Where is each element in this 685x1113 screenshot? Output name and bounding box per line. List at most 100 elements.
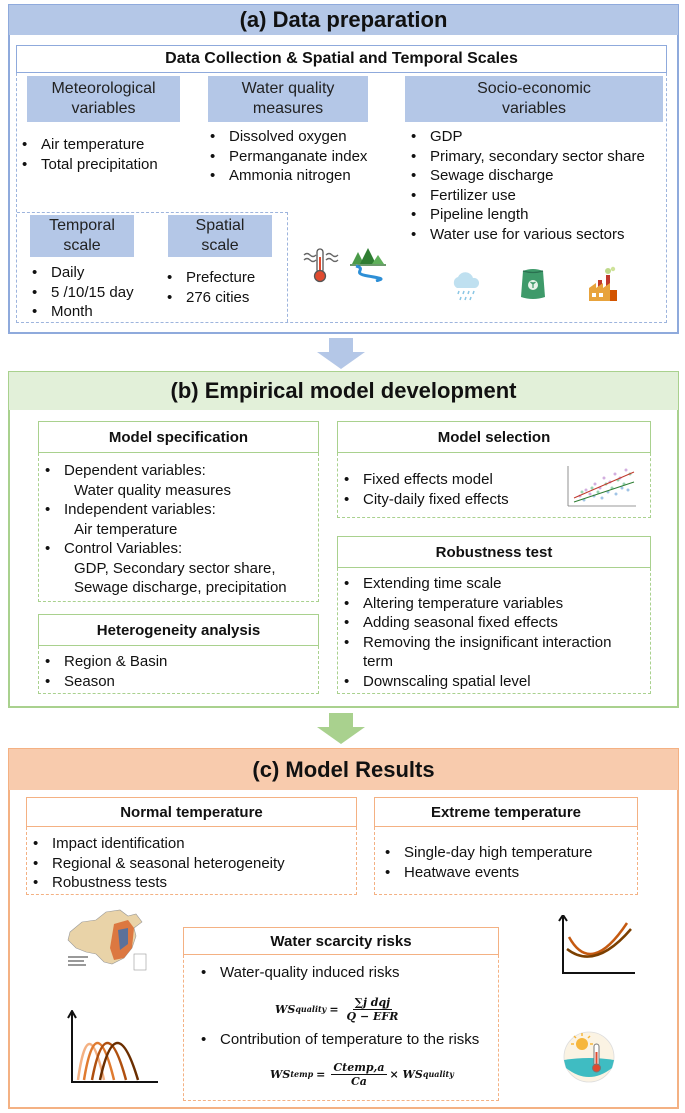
socio-economic-list: GDP Primary, secondary sector share Sewa… <box>406 127 676 244</box>
list-item: Total precipitation <box>17 155 197 175</box>
temporal-list: Daily 5 /10/15 day Month <box>27 263 167 322</box>
list-item: Fertilizer use <box>406 186 676 206</box>
arrow-down-icon <box>317 338 365 369</box>
water-quality-list: Dissolved oxygen Permanganate index Ammo… <box>205 127 395 186</box>
list-item: Water-quality induced risks <box>196 963 496 983</box>
list-item: GDP <box>406 127 676 147</box>
formula-times-sub: quality <box>422 1069 454 1079</box>
list-item: Pipeline length <box>406 205 676 225</box>
water-scarcity-box <box>183 955 499 1101</box>
meteorological-header-line1: Meteorological <box>51 80 156 97</box>
formula-numerator: Ctemp,a <box>331 1060 387 1075</box>
list-item: Impact identification <box>28 834 348 854</box>
list-item: Primary, secondary sector share <box>406 147 676 167</box>
fertilizer-bag-icon <box>521 269 545 299</box>
list-item: Control Variables: <box>40 539 316 559</box>
line-curves-icon <box>558 915 635 974</box>
list-item: 5 /10/15 day <box>27 283 167 303</box>
model-specification-title: Model specification <box>38 421 319 453</box>
list-item: Contribution of temperature to the risks <box>196 1030 501 1050</box>
list-item: Downscaling spatial level <box>339 672 651 692</box>
formula-denominator: Q − EFR <box>346 1009 399 1023</box>
formula-denominator: Ca <box>350 1074 367 1088</box>
model-selection-box <box>337 453 651 518</box>
collection-title: Data Collection & Spatial and Temporal S… <box>165 50 518 67</box>
spatial-header-line2: scale <box>201 237 239 254</box>
list-item: Adding seasonal fixed effects <box>339 613 651 633</box>
heterogeneity-box <box>38 646 319 694</box>
socio-header-line2: variables <box>501 100 566 117</box>
list-item: Heatwave events <box>380 863 638 883</box>
list-item: Region & Basin <box>40 652 310 672</box>
socio-header-line1: Socio-economic <box>477 80 591 97</box>
spatial-header-line1: Spatial <box>195 217 245 234</box>
model-selection-list: Fixed effects model City-daily fixed eff… <box>339 470 549 509</box>
heterogeneity-title: Heterogeneity analysis <box>38 614 319 646</box>
list-item: Robustness tests <box>28 873 348 893</box>
collection-title-box: Data Collection & Spatial and Temporal S… <box>16 45 667 73</box>
list-item: Single-day high temperature <box>380 843 638 863</box>
list-item: 276 cities <box>162 288 292 308</box>
list-item-continuation: term <box>363 653 393 670</box>
spatial-header: Spatial scale <box>168 215 272 257</box>
section-a-title: (a) Data preparation <box>9 5 678 35</box>
meteorological-header-line2: variables <box>71 100 136 117</box>
formula-lhs: WS <box>270 1067 291 1081</box>
list-subitem: Water quality measures <box>74 481 232 499</box>
water-scarcity-item-2: Contribution of temperature to the risks <box>196 1030 501 1050</box>
scatter-plot-icon <box>567 466 636 507</box>
meteorological-header: Meteorological variables <box>27 76 180 122</box>
rain-cloud-icon <box>453 272 480 301</box>
temporal-header-line1: Temporal <box>49 217 115 234</box>
meteorological-list: Air temperature Total precipitation <box>17 135 197 174</box>
list-item: Dissolved oxygen <box>205 127 395 147</box>
list-item: Month <box>27 302 167 322</box>
list-item: Removing the insignificant interaction <box>339 633 651 653</box>
heterogeneity-list: Region & Basin Season <box>40 652 310 691</box>
river-landscape-icon <box>350 248 386 282</box>
extreme-temperature-title: Extreme temperature <box>374 797 638 827</box>
list-item: Dependent variables: <box>40 461 316 481</box>
normal-temperature-box <box>26 827 357 895</box>
list-item: Sewage discharge <box>406 166 676 186</box>
model-specification-box <box>38 453 319 602</box>
china-map-icon <box>62 904 152 976</box>
section-b-title: (b) Empirical model development <box>9 372 678 410</box>
list-item: Regional & seasonal heterogeneity <box>28 854 348 874</box>
robustness-test-list: Extending time scale Altering temperatur… <box>339 574 651 691</box>
formula-times: × WS <box>389 1067 423 1081</box>
scale-dashed-frame <box>17 212 288 322</box>
formula-lhs-sub: temp <box>290 1069 314 1079</box>
normal-temperature-list: Impact identification Regional & seasona… <box>28 834 348 893</box>
formula-lhs: WS <box>275 1002 296 1016</box>
list-item: Extending time scale <box>339 574 651 594</box>
bell-curves-icon <box>67 1010 158 1083</box>
list-item: Permanganate index <box>205 147 395 167</box>
sun-water-icon <box>563 1031 615 1083</box>
extreme-temperature-list: Single-day high temperature Heatwave eve… <box>380 843 638 882</box>
list-subitem: Sewage discharge, precipitation <box>74 579 287 596</box>
list-item: Fixed effects model <box>339 470 549 490</box>
list-item: Altering temperature variables <box>339 594 651 614</box>
thermometer-icon <box>303 248 339 283</box>
model-specification-list: Dependent variables: Water quality measu… <box>40 461 316 598</box>
formula-numerator: ∑j dqj <box>352 995 393 1010</box>
list-item: Season <box>40 672 310 692</box>
water-quality-header-line2: measures <box>252 100 324 117</box>
water-scarcity-title: Water scarcity risks <box>183 927 499 955</box>
list-item: City-daily fixed effects <box>339 490 549 510</box>
list-item: Daily <box>27 263 167 283</box>
arrow-down-icon <box>317 713 365 744</box>
robustness-test-title: Robustness test <box>337 536 651 568</box>
list-item: Ammonia nitrogen <box>205 166 395 186</box>
model-selection-title: Model selection <box>337 421 651 453</box>
list-item: Air temperature <box>17 135 197 155</box>
formula-lhs-sub: quality <box>295 1004 327 1014</box>
list-item: Prefecture <box>162 268 292 288</box>
factory-icon <box>589 266 617 301</box>
list-subitem: GDP, Secondary sector share, <box>74 559 276 577</box>
